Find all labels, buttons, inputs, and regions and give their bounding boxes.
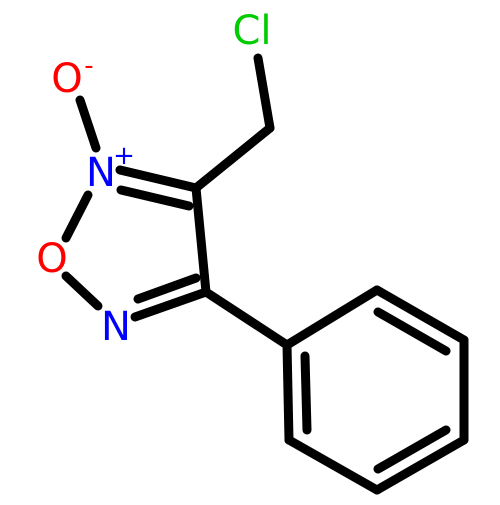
bond-ph-inner-b: [373, 425, 451, 474]
charge-minus: -: [84, 51, 93, 81]
bonds: [61, 53, 469, 495]
bond-c4-n-plus-double: [116, 185, 194, 211]
atom-n-plus: N: [86, 150, 116, 196]
atom-n-ring: N: [101, 304, 131, 350]
bond-ph-1-2: [282, 285, 382, 350]
bond-ph-4-5: [372, 435, 469, 495]
atom-labels: Cl O - N + O N: [36, 8, 271, 350]
bond-cl-ch2: [253, 53, 275, 133]
bond-n-plus-oxide: [75, 95, 101, 153]
bond-ph-5-6: [284, 435, 382, 495]
bond-n-plus-o-ring: [61, 190, 93, 243]
bond-c4-n-plus: [115, 165, 201, 193]
atom-o-oxide: O: [51, 56, 82, 102]
bond-c3-c4: [191, 183, 211, 297]
atom-o-ring: O: [36, 236, 67, 282]
bond-o-ring-n-ring: [61, 271, 103, 311]
bond-n-ring-c3: [130, 287, 211, 322]
bond-ph-inner-a: [373, 307, 451, 356]
bond-n-ring-c3-double: [133, 273, 201, 304]
bond-ph-6-1: [282, 340, 294, 445]
bond-ch2-c4: [191, 123, 275, 193]
bond-ph-inner-c: [300, 351, 312, 435]
charge-plus: +: [113, 141, 135, 171]
bond-c3-phenyl: [201, 287, 292, 350]
bond-ph-2-3: [372, 285, 469, 345]
atom-cl: Cl: [232, 8, 271, 54]
